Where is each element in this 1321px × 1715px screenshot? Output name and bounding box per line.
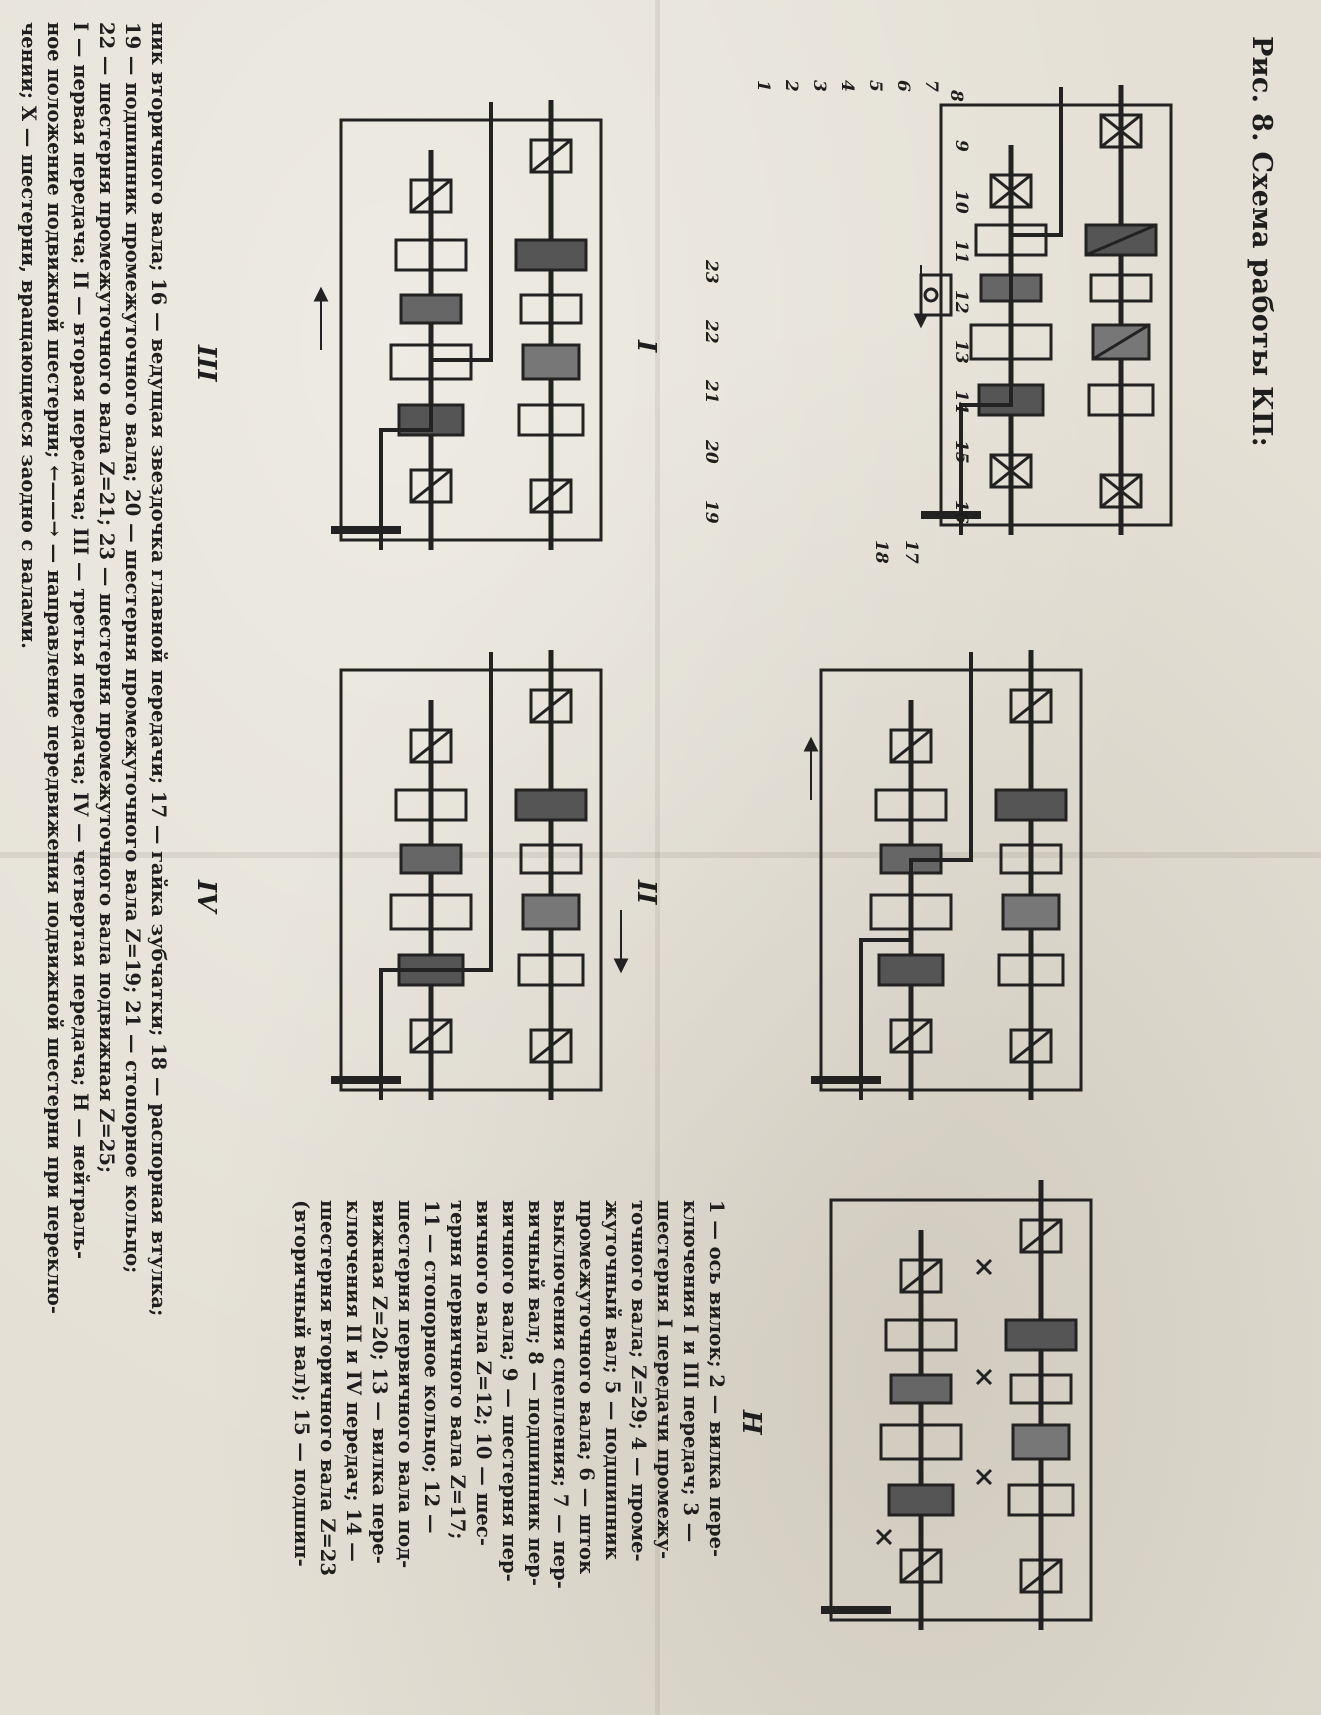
diagram-label: I [631, 340, 661, 353]
figure-caption: Рис. 8. Схема работы КП: [1246, 36, 1277, 448]
callout-number: 5 [865, 80, 885, 92]
callout-number: 23 [701, 260, 721, 284]
callout-number: 10 [951, 190, 971, 214]
callout-number: 14 [951, 390, 971, 414]
legend-line: шестерня первичного вала под- [393, 1200, 417, 1569]
legend-line: жуточный вал; 5 — подшипник [601, 1200, 625, 1560]
callout-number: 21 [701, 380, 721, 404]
legend-line: терня первичного вала Z=17; [445, 1200, 469, 1540]
legend-line: чении; X — шестерни, вращающиеся заодно … [17, 22, 41, 649]
legend-line: шестерня вторичного вала Z=23 [316, 1200, 340, 1576]
callout-number: 9 [951, 140, 971, 152]
legend-line: вичный вал; 8 — подшипник пер- [523, 1200, 547, 1586]
callout-number: 11 [951, 240, 971, 264]
callout-number: 22 [701, 320, 721, 344]
legend-text-part-a: 1 — ось вилок; 2 — вилка пере- ключения … [288, 1200, 729, 1680]
gearbox-diagram-first-gear [911, 75, 1211, 545]
gearbox-diagram-neutral [791, 1170, 1121, 1640]
legend-line: промежуточного вала; 6 — шток [575, 1200, 599, 1575]
legend-line: 1 — ось вилок; 2 — вилка пере- [705, 1200, 728, 1558]
gearbox-diagram-fourth-gear [301, 640, 631, 1110]
paper-fold [655, 0, 660, 1715]
legend-line: ник вторичного вала; 16 — ведущая звездо… [147, 22, 170, 1317]
legend-line: ключения II и IV передач; 14 — [342, 1200, 366, 1562]
legend-line: I — первая передача; II — вторая передач… [69, 22, 93, 1260]
legend-line: вижная Z=20; 13 — вилка пере- [368, 1200, 392, 1564]
legend-line: (вторичный вал); 15 — подшип- [290, 1200, 314, 1567]
callout-number: 6 [893, 80, 913, 92]
paper-fold [0, 852, 1321, 858]
callout-number: 7 [921, 80, 941, 92]
diagram-label: IV [191, 880, 221, 913]
legend-line: ключения I и III передач; 3 — [679, 1200, 703, 1543]
callout-number: 16 [951, 500, 971, 524]
legend-line: выключения сцепления; 7 — пер- [549, 1200, 573, 1589]
diagram-label: II [631, 880, 661, 905]
callout-number: 12 [951, 290, 971, 314]
legend-line: вичного вала; 9 — шестерня пер- [497, 1200, 521, 1582]
legend-line: 11 — стопорное кольцо; 12 — [419, 1200, 443, 1534]
legend-line: 22 — шестерня промежуточного вала Z=21; … [95, 22, 119, 1174]
callout-number: 4 [837, 80, 857, 92]
callout-number: 2 [781, 80, 801, 92]
legend-line: точного вала; Z=29; 4 — проме- [627, 1200, 651, 1562]
callout-number: 3 [809, 80, 829, 92]
callout-number: 19 [701, 500, 721, 524]
legend-text-part-b: ник вторичного вала; 16 — ведущая звездо… [15, 22, 171, 1702]
legend-line: ное положение подвижной шестерни; ←——→ —… [43, 22, 67, 1314]
gearbox-diagram-third-gear [301, 90, 631, 560]
callout-number: 1 [753, 80, 773, 92]
callout-number: 8 [946, 90, 966, 102]
legend-line: вичного вала Z=12; 10 — шес- [471, 1200, 495, 1546]
diagram-label: H [736, 1410, 766, 1435]
callout-number: 18 [871, 540, 891, 564]
legend-line: 19 — подшипник промежуточного вала; 20 —… [121, 22, 145, 1274]
callout-number: 20 [701, 440, 721, 464]
callout-number: 13 [951, 340, 971, 364]
gearbox-diagram-second-gear [781, 640, 1111, 1110]
callout-number: 17 [901, 540, 921, 564]
callout-number: 15 [951, 440, 971, 464]
legend-line: шестерня I передачи промежу- [653, 1200, 677, 1560]
diagram-label: III [191, 345, 221, 382]
